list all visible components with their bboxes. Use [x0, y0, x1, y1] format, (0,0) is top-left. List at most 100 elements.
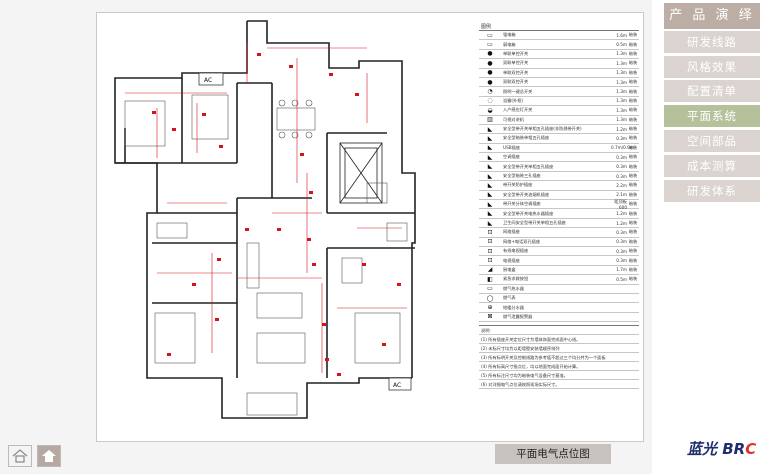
legend-cell-m: 暗装 — [628, 88, 638, 94]
legend-cell-m: 暗装 — [628, 107, 638, 113]
legend-cell-name: 安全型带开关电热水器插座 — [503, 210, 554, 216]
legend-symbol-icon: ⊡ — [487, 247, 493, 255]
legend-cell-m: 暗装 — [628, 191, 638, 197]
legend-cell-h: 1.3m — [616, 107, 627, 113]
ac-unit-bottom — [388, 377, 412, 391]
nav-item-style-effect[interactable]: 风格效果 — [664, 56, 760, 78]
home-button[interactable] — [8, 445, 32, 467]
brand-logo: 蓝光 BRC — [687, 440, 757, 458]
legend-header: 图例 — [479, 23, 639, 31]
legend-cell-m: 暗装 — [628, 32, 638, 38]
legend-symbol-icon: ▥ — [487, 116, 493, 124]
legend-cell-h: 1.3m — [616, 89, 627, 95]
legend-cell-name: 网络+电话双孔插座 — [503, 238, 541, 244]
nav-item-research-route[interactable]: 研发线路 — [664, 31, 760, 53]
legend-cell-m: 暗装 — [628, 201, 638, 207]
legend-cell-h: 0.5m — [616, 42, 627, 48]
nav-item-research-system[interactable]: 研发体系 — [664, 180, 760, 202]
legend-note: (5) 所有标注尺寸均为暗装电气设备尺寸基准。 — [479, 371, 639, 381]
legend-cell-name: 安全型暗装单相五孔插座 — [503, 135, 550, 141]
legend-cell-name: 厨电盒 — [503, 266, 516, 272]
legend-symbol-icon: ◣ — [487, 219, 493, 227]
nav-item-cost-estimate[interactable]: 成本测算 — [664, 155, 760, 177]
legend-cell-m: 暗装 — [628, 229, 638, 235]
legend-cell-m: 暗装 — [628, 154, 638, 160]
legend-cell-m: 暗装 — [628, 60, 638, 66]
legend-cell-m: 暗装 — [628, 144, 638, 150]
legend-cell-name: 空调插座 — [503, 154, 520, 160]
nav-item-plan-system[interactable]: 平面系统 — [664, 105, 760, 127]
legend-cell-h: 1.3m — [616, 117, 627, 123]
legend-cell-name: 强电箱 — [503, 32, 516, 38]
legend-symbol-icon: ▭ — [487, 31, 493, 39]
legend-cell-name: 燃气热水器 — [503, 285, 524, 291]
legend-cell-name: 浴霸(外框) — [503, 97, 524, 103]
nav-item-config-list[interactable]: 配置清单 — [664, 80, 760, 102]
legend-cell-m: 暗装 — [628, 257, 638, 263]
legend-cell-name: 弱电箱 — [503, 41, 516, 47]
legend-note: (2) 未标尺寸均为以距墙壁安装墙顺序排列 — [479, 344, 639, 354]
legend-symbol-icon: ◯ — [486, 294, 494, 302]
legend-cell-h: 距顶板600 — [614, 198, 627, 210]
legend-cell-name: 入户感应灯开关 — [503, 107, 533, 113]
legend-cell-m: 暗装 — [628, 50, 638, 56]
legend-cell-m: 暗装 — [628, 41, 638, 47]
legend-cell-h: 0.3m — [616, 135, 627, 141]
ac-label-bottom: AC — [393, 382, 401, 389]
legend-symbol-icon: ⊠ — [487, 313, 493, 321]
legend-cell-h: 1.3m — [616, 60, 627, 66]
legend-cell-m: 暗装 — [628, 220, 638, 225]
legend-symbol-icon: ◣ — [487, 163, 493, 171]
ac-label-top: AC — [204, 77, 212, 84]
legend-symbol-icon: ◣ — [487, 191, 493, 199]
legend-cell-h: 1.3m — [616, 79, 627, 85]
legend-cell-h: 0.5m — [616, 276, 627, 282]
legend-symbol-icon: ● — [487, 59, 493, 67]
legend-cell-m: 暗装 — [628, 135, 638, 141]
legend-cell-m: 暗装 — [628, 97, 638, 103]
legend-symbol-icon: ◣ — [487, 125, 493, 133]
legend-cell-h: 1.2m — [616, 220, 627, 226]
back-button[interactable] — [37, 445, 61, 467]
legend-symbol-icon: ● — [487, 78, 493, 86]
legend-cell-name: 带开关防护插座 — [503, 182, 533, 188]
legend-cell-name: 单联单控开关 — [503, 50, 529, 56]
legend-cell-h: 2.1m — [616, 192, 627, 198]
legend-cell-name: 双联双控开关 — [503, 79, 529, 85]
legend-cell-name: USB插座 — [503, 144, 520, 150]
legend-cell-m: 暗装 — [628, 173, 638, 179]
legend-cell-name: 带开关分体空调插座 — [503, 201, 541, 207]
legend-symbol-icon: ◣ — [487, 172, 493, 180]
legend-cell-m: 暗装 — [628, 238, 638, 244]
legend-cell-name: 地暖分水器 — [503, 304, 524, 310]
legend-cell-h: 0.7m/0.9m — [611, 145, 634, 151]
legend-row: ◯燃气表 — [479, 294, 639, 304]
legend-cell-name: 安全型带开关单相五孔插座 — [503, 163, 554, 169]
legend-symbol-icon: ◣ — [487, 144, 493, 152]
legend-symbol-icon: ◢ — [487, 266, 493, 274]
legend-note: (1) 所有插座开关定位尺寸为墙体饰面完成面中心线。 — [479, 335, 639, 345]
legend-symbol-icon: ● — [487, 50, 493, 58]
legend-note: (3) 所有标明开关及控制线路为参考值不超过三个均分并为一个面板 — [479, 353, 639, 363]
nav-item-space-parts[interactable]: 空间部品 — [664, 130, 760, 152]
legend-symbol-icon: ▭ — [487, 285, 493, 293]
legend-cell-name: 有线电视插座 — [503, 248, 529, 254]
floor-plan: AC AC — [114, 20, 416, 419]
